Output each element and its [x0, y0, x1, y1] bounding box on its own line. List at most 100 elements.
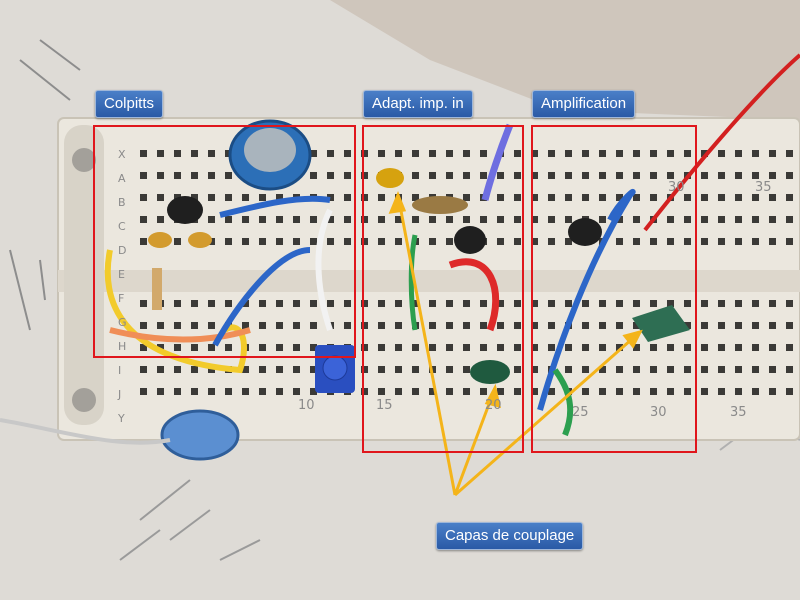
breadboard-hole: [582, 322, 589, 329]
breadboard-hole: [769, 216, 776, 223]
breadboard-hole: [531, 216, 538, 223]
white-wire: [315, 208, 333, 331]
breadboard-hole: [327, 216, 334, 223]
breadboard-hole: [225, 216, 232, 223]
breadboard-hole: [752, 366, 759, 373]
breadboard-hole: [616, 300, 623, 307]
breadboard-hole: [310, 366, 317, 373]
breadboard-hole: [140, 322, 147, 329]
breadboard-hole: [531, 172, 538, 179]
breadboard-hole: [531, 194, 538, 201]
breadboard-hole: [701, 322, 708, 329]
breadboard-hole: [667, 150, 674, 157]
breadboard-hole: [497, 300, 504, 307]
breadboard-hole: [667, 216, 674, 223]
breadboard-hole: [599, 194, 606, 201]
breadboard-hole: [276, 216, 283, 223]
breadboard-hole: [463, 194, 470, 201]
colpitts-zone-box: [93, 125, 356, 358]
breadboard-hole: [242, 322, 249, 329]
transistor-amplification: [568, 218, 602, 246]
breadboard-hole: [701, 172, 708, 179]
breadboard-hole: [344, 322, 351, 329]
breadboard-hole: [242, 216, 249, 223]
breadboard-hole: [259, 366, 266, 373]
breadboard-hole: [208, 388, 215, 395]
breadboard-hole: [565, 344, 572, 351]
breadboard-hole: [497, 172, 504, 179]
breadboard-hole: [208, 300, 215, 307]
coupling-capacitor-amplification: [632, 305, 690, 342]
breadboard-hole: [599, 344, 606, 351]
breadboard-hole: [718, 194, 725, 201]
breadboard-hole: [174, 366, 181, 373]
breadboard-hole: [769, 172, 776, 179]
breadboard-hole: [701, 300, 708, 307]
breadboard-hole: [157, 322, 164, 329]
breadboard-hole: [174, 238, 181, 245]
breadboard-hole: [769, 238, 776, 245]
breadboard-hole: [735, 300, 742, 307]
row-letter: X: [118, 148, 126, 161]
breadboard-hole: [718, 172, 725, 179]
breadboard-hole: [599, 366, 606, 373]
breadboard-hole: [293, 322, 300, 329]
column-number-10: 10: [298, 398, 315, 413]
breadboard-hole: [599, 300, 606, 307]
purple-wire: [481, 123, 514, 201]
breadboard-hole: [446, 300, 453, 307]
breadboard-hole: [361, 344, 368, 351]
breadboard-hole: [701, 366, 708, 373]
breadboard-hole: [514, 300, 521, 307]
breadboard-hole: [395, 366, 402, 373]
breadboard-hole: [786, 194, 793, 201]
breadboard-hole: [310, 300, 317, 307]
breadboard-hole: [191, 388, 198, 395]
breadboard-hole: [616, 322, 623, 329]
breadboard-hole: [208, 322, 215, 329]
breadboard-hole: [378, 194, 385, 201]
resistor-colpitts: [152, 268, 162, 310]
breadboard-hole: [140, 216, 147, 223]
breadboard-hole: [633, 172, 640, 179]
breadboard-hole: [565, 150, 572, 157]
breadboard-hole: [344, 194, 351, 201]
breadboard-hole: [157, 344, 164, 351]
breadboard-hole: [412, 194, 419, 201]
breadboard-hole: [514, 194, 521, 201]
breadboard-hole: [140, 194, 147, 201]
capacitor-top: [244, 128, 296, 172]
breadboard-hole: [718, 150, 725, 157]
breadboard-hole: [463, 150, 470, 157]
breadboard-hole: [174, 322, 181, 329]
breadboard-hole: [378, 150, 385, 157]
breadboard-hole: [480, 388, 487, 395]
breadboard-hole: [259, 194, 266, 201]
breadboard-hole: [786, 172, 793, 179]
row-letter: B: [118, 196, 126, 209]
breadboard-hole: [310, 150, 317, 157]
breadboard-hole: [599, 150, 606, 157]
breadboard-hole: [174, 150, 181, 157]
breadboard-hole: [718, 300, 725, 307]
breadboard-hole: [599, 388, 606, 395]
breadboard-hole: [514, 150, 521, 157]
breadboard-hole: [497, 344, 504, 351]
breadboard-hole: [395, 300, 402, 307]
blue-wire-amplification: [537, 188, 636, 411]
breadboard-hole: [412, 366, 419, 373]
breadboard-hole: [276, 366, 283, 373]
center-channel: [58, 270, 800, 292]
breadboard-hole: [429, 172, 436, 179]
breadboard-hole: [259, 238, 266, 245]
handwriting-left: [9, 39, 81, 331]
breadboard-hole: [565, 366, 572, 373]
breadboard-hole: [480, 322, 487, 329]
breadboard-hole: [769, 366, 776, 373]
breadboard-hole: [242, 238, 249, 245]
row-letter: A: [118, 172, 126, 185]
breadboard-hole: [276, 344, 283, 351]
breadboard-hole: [225, 150, 232, 157]
breadboard-hole: [157, 366, 164, 373]
breadboard-hole: [174, 300, 181, 307]
